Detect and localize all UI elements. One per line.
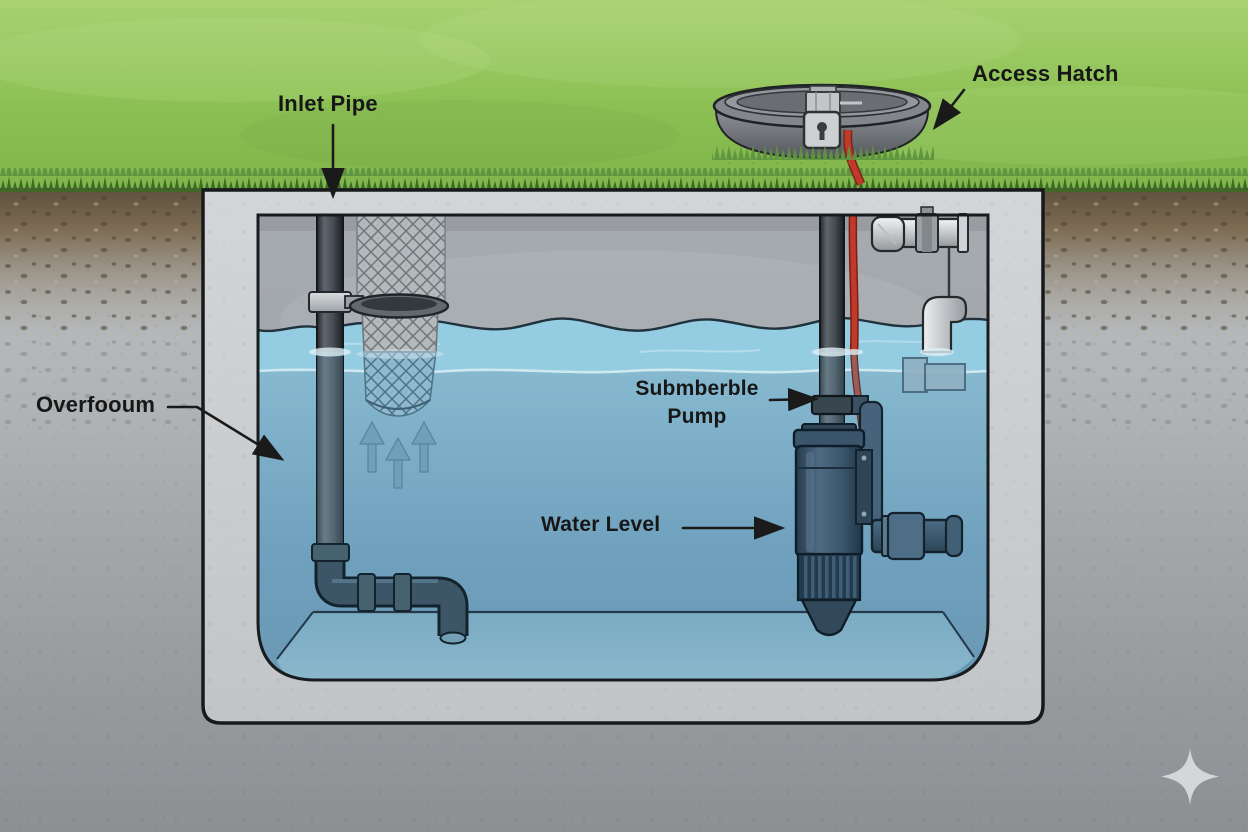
grass: [0, 0, 1248, 192]
riser-clamp: [810, 394, 854, 416]
hatch-latch: [805, 91, 841, 115]
up-arrow-icon: [410, 420, 438, 473]
outlet-pipe-top: [870, 206, 969, 298]
pump-bracket: [855, 449, 873, 525]
mesh-sleeve: [356, 214, 446, 306]
tank-floor: [276, 610, 975, 680]
access-hatch-label: Access Hatch: [972, 61, 1119, 86]
up-arrow-icon: [358, 420, 386, 473]
discharge-pipe: [870, 511, 964, 561]
pump-rib-section: [796, 552, 862, 602]
pump-body: [794, 444, 864, 558]
overflow-elbow-pipe: [902, 295, 968, 393]
up-arrow-icons: [358, 420, 438, 489]
pipe-coupling: [393, 573, 412, 612]
pipe-open-end: [439, 631, 467, 645]
access-hatch: [712, 83, 934, 186]
up-arrow-icon: [384, 436, 412, 489]
inlet-pipe: [311, 214, 469, 645]
inlet-pipe-label: Inlet Pipe: [278, 91, 378, 116]
submerged-pipe-section: [902, 357, 966, 393]
waterline-splashes: [309, 347, 954, 359]
pipe-coupling: [357, 573, 376, 612]
pump-label-line2: Pump: [667, 405, 727, 428]
cavity-outline: [256, 213, 990, 682]
overflow-label: Overfooum: [36, 392, 156, 417]
pipe-coupling: [311, 543, 350, 562]
access-hatch-arrow: [932, 88, 966, 131]
water-surface-band: [258, 318, 988, 374]
label-arrows: [166, 88, 966, 540]
pipe-coupling: [886, 511, 926, 561]
water-level-label: Water Level: [541, 513, 661, 536]
pipe-flange: [957, 213, 969, 253]
pump-arrow: [768, 387, 820, 412]
pump-label: Submberble Pump: [612, 375, 782, 431]
overflow-arrow: [166, 405, 285, 461]
pump-intake-cone: [800, 598, 858, 637]
pump-label-line1: Submberble: [635, 377, 759, 400]
filter-basket: [308, 214, 450, 417]
sparkle-icon: [1161, 748, 1219, 805]
submersible-pump: [792, 394, 964, 637]
